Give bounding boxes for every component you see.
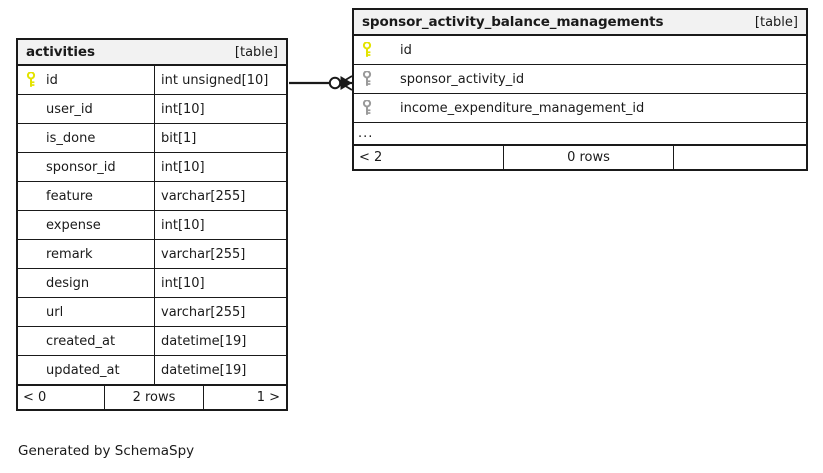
table-row[interactable]: design int[10] — [18, 269, 286, 298]
column-name: feature — [46, 188, 93, 204]
generated-by-caption: Generated by SchemaSpy — [18, 443, 195, 459]
column-name-cell: user_id — [18, 95, 154, 123]
column-type: int[10] — [154, 153, 286, 181]
column-name: income_expenditure_management_id — [400, 100, 645, 116]
column-name-cell: updated_at — [18, 356, 154, 384]
column-type: int[10] — [154, 95, 286, 123]
column-type: datetime[19] — [154, 327, 286, 355]
table-title: sponsor_activity_balance_managements — [362, 14, 664, 30]
column-name: sponsor_id — [46, 159, 116, 175]
column-name: created_at — [46, 333, 116, 349]
table-type-tag: [table] — [234, 44, 278, 60]
foreign-key-icon — [354, 71, 380, 87]
row-count-label: 2 rows — [104, 386, 204, 409]
column-type: int[10] — [154, 269, 286, 297]
column-name-cell: id — [354, 36, 806, 64]
row-count-label: 0 rows — [503, 146, 674, 169]
table-row[interactable]: expense int[10] — [18, 211, 286, 240]
table-footer-sponsor-activity-balance-managements: < 2 0 rows — [354, 145, 806, 169]
primary-key-icon — [18, 72, 44, 88]
column-name: remark — [46, 246, 93, 262]
table-row[interactable]: sponsor_activity_id — [354, 65, 806, 94]
table-row[interactable]: feature varchar[255] — [18, 182, 286, 211]
column-name-cell: expense — [18, 211, 154, 239]
column-name-cell: id — [18, 66, 154, 94]
table-title: activities — [26, 44, 95, 60]
table-row[interactable]: remark varchar[255] — [18, 240, 286, 269]
column-type: varchar[255] — [154, 298, 286, 326]
column-name: is_done — [46, 130, 96, 146]
table-row[interactable]: updated_at datetime[19] — [18, 356, 286, 385]
column-name-cell: sponsor_id — [18, 153, 154, 181]
column-name: sponsor_activity_id — [400, 71, 525, 87]
column-name-cell: feature — [18, 182, 154, 210]
column-type: int unsigned[10] — [154, 66, 286, 94]
table-row[interactable]: id int unsigned[10] — [18, 66, 286, 95]
table-row[interactable]: is_done bit[1] — [18, 124, 286, 153]
column-name: expense — [46, 217, 101, 233]
table-sponsor-activity-balance-managements[interactable]: sponsor_activity_balance_managements [ta… — [352, 8, 808, 171]
more-columns-indicator: ... — [354, 123, 806, 145]
table-row[interactable]: user_id int[10] — [18, 95, 286, 124]
column-type: varchar[255] — [154, 182, 286, 210]
column-name: id — [46, 72, 58, 88]
column-type: int[10] — [154, 211, 286, 239]
column-name: design — [46, 275, 90, 291]
table-footer-activities: < 0 2 rows 1 > — [18, 385, 286, 409]
column-name-cell: income_expenditure_management_id — [354, 94, 806, 122]
prev-page-button[interactable]: < 0 — [23, 390, 47, 405]
column-type: varchar[255] — [154, 240, 286, 268]
table-row[interactable]: url varchar[255] — [18, 298, 286, 327]
table-type-tag: [table] — [754, 14, 798, 30]
column-name-cell: url — [18, 298, 154, 326]
column-name: updated_at — [46, 362, 120, 378]
column-type: bit[1] — [154, 124, 286, 152]
column-name-cell: created_at — [18, 327, 154, 355]
table-row[interactable]: id — [354, 36, 806, 65]
column-type: datetime[19] — [154, 356, 286, 384]
column-name: url — [46, 304, 64, 320]
next-page-button[interactable] — [674, 146, 806, 169]
foreign-key-icon — [354, 100, 380, 116]
table-header-activities: activities [table] — [18, 40, 286, 66]
column-name: id — [400, 42, 412, 58]
table-row[interactable]: created_at datetime[19] — [18, 327, 286, 356]
column-name-cell: design — [18, 269, 154, 297]
column-name-cell: sponsor_activity_id — [354, 65, 806, 93]
column-name-cell: remark — [18, 240, 154, 268]
column-name: user_id — [46, 101, 93, 117]
table-row[interactable]: income_expenditure_management_id — [354, 94, 806, 123]
table-header-sponsor-activity-balance-managements: sponsor_activity_balance_managements [ta… — [354, 10, 806, 36]
next-page-button[interactable]: 1 > — [256, 390, 280, 405]
table-row[interactable]: sponsor_id int[10] — [18, 153, 286, 182]
table-activities[interactable]: activities [table] id int unsigned[10] — [16, 38, 288, 411]
column-name-cell: is_done — [18, 124, 154, 152]
prev-page-button[interactable]: < 2 — [359, 150, 383, 165]
primary-key-icon — [354, 42, 380, 58]
